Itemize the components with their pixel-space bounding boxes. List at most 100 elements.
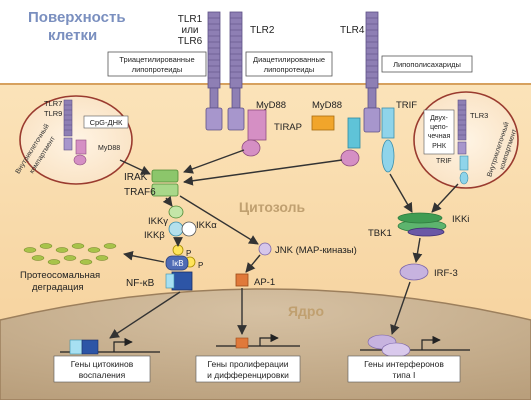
tlr1-tir-domain [205, 107, 223, 131]
myd88-complex-left [241, 109, 267, 157]
tlr4-ectodomain [365, 11, 379, 89]
arrow-traf6-to-ikk [162, 196, 173, 207]
nfkb-block [171, 271, 193, 291]
trif-top-label: TRIF [396, 100, 417, 111]
gene2-line2: и дифференцировки [207, 370, 289, 380]
myd88-a-label: MyD88 [256, 100, 286, 111]
ikka-shape [181, 221, 197, 237]
trif-small-label: TRIF [436, 158, 452, 165]
tlr1-tlr2-receptor-pair [205, 11, 245, 131]
arrow-nfkb-to-nucleus [109, 291, 181, 339]
tlr4-tir-domain [363, 107, 381, 133]
phosphate-1 [172, 244, 184, 256]
endosome-right [413, 91, 519, 189]
arrow-tbk1-to-irf3 [412, 237, 423, 263]
myd88-b-death-domain [340, 149, 360, 167]
ikk-complex [168, 205, 197, 237]
irf3-label: IRF-3 [434, 268, 458, 279]
tlr1-label-line3: TLR6 [178, 36, 203, 47]
myd88-small-block [75, 139, 87, 155]
ligand-box-triacylated: Триацетилированные липопротеиды [107, 51, 207, 77]
gene3-line1: Гены интерферонов [364, 359, 444, 369]
ap1-node [235, 273, 249, 287]
tlr9-label: TLR9 [44, 109, 62, 118]
nfkb-subunit [165, 273, 175, 289]
cytosol-label: Цитозоль [239, 199, 306, 215]
arrow-ikb-to-degradation [123, 250, 165, 263]
dsrna-line2: цепо- [430, 124, 449, 131]
ikkg-shape [168, 205, 184, 219]
tlr2-tir-domain [227, 107, 245, 131]
irf3-node [399, 263, 429, 281]
ikka-label: IKKα [196, 220, 217, 231]
myd88-b-block [347, 117, 361, 149]
tlr4-label: TLR4 [340, 25, 365, 36]
tlr2-label: TLR2 [250, 25, 275, 36]
gene1-line2: воспаления [79, 370, 126, 380]
phospho-label-2: P [198, 261, 203, 270]
tlr1-label-line1: TLR1 [178, 14, 203, 25]
ligand1-line2: липопротеиды [132, 65, 183, 74]
irak-traf6-complex [151, 169, 179, 197]
gene-promoter-ap1 [195, 333, 301, 383]
myd88-a-death-domain [241, 139, 261, 157]
ikkb-shape [168, 221, 184, 237]
gene3-line2: типа I [393, 370, 416, 380]
traf6-block [151, 183, 179, 197]
tbk1-label: TBK1 [368, 228, 392, 239]
arrow-irf3-to-nucleus [390, 281, 411, 335]
tlr3-label: TLR3 [470, 111, 488, 120]
ikb-label: IκB [172, 259, 184, 268]
tlr1-ectodomain [207, 11, 221, 89]
arrow-myd88a-to-irak [183, 149, 245, 174]
gene-promoter-nfkb [53, 337, 160, 383]
tirap-block [311, 115, 335, 131]
myd88-a-block [247, 109, 267, 141]
ligand2-line2: липопротеиды [264, 65, 315, 74]
trif-small-block [459, 155, 469, 171]
ligand-box-diacylated: Диацетилированные липопротеиды [245, 51, 333, 77]
gene1-line1: Гены цитокинов [71, 359, 134, 369]
ligand-box-lps: Липополисахариды [381, 55, 473, 73]
ikb-block [165, 255, 189, 271]
degradation-fragments [23, 243, 117, 265]
myd88-b-label: MyD88 [312, 100, 342, 111]
dsrna-line3: чечная [428, 133, 451, 140]
endosome-left [19, 95, 133, 185]
degradation-line1: Протеосомальная [20, 270, 100, 281]
ikkb-label: IKKβ [144, 230, 165, 241]
ligand2-line1: Диацетилированные [253, 55, 325, 64]
trif-top-block [381, 107, 395, 139]
jnk-label: JNK (MAP-киназы) [275, 245, 357, 256]
surface-title-line2: клетки [48, 27, 97, 44]
tlr7-tlr9-receptor [63, 99, 73, 137]
ikki-shape [397, 212, 443, 224]
ligand3-label: Липополисахариды [393, 60, 461, 69]
arrow-jnk-to-ap1 [245, 254, 261, 273]
ikkg-label: IKKγ [148, 216, 168, 227]
tlr7-label: TLR7 [44, 99, 62, 108]
arrow-myd88b-to-irak [183, 159, 343, 186]
nucleus-label: Ядро [288, 303, 324, 319]
tlr1-transmembrane [209, 87, 219, 109]
ikki-label: IKKi [452, 214, 469, 225]
tlr4-receptor [363, 11, 381, 133]
degradation-line2: деградация [32, 282, 84, 293]
surface-title-line1: Поверхность [28, 9, 126, 26]
tlr2-transmembrane [231, 87, 241, 109]
myd88-small-label: MyD88 [98, 145, 120, 152]
trif-top-tail [381, 139, 395, 173]
tirap-label: TIRAP [274, 122, 302, 133]
ligand1-line1: Триацетилированные [119, 55, 194, 64]
dsrna-line1: Двух- [430, 115, 448, 122]
arrow-trif-to-tbk1 [389, 173, 413, 213]
irak-label: IRAK [124, 172, 148, 183]
arrow-endosome-to-tbk1 [431, 183, 459, 213]
cpg-box [83, 115, 129, 129]
gene2-line1: Гены пролиферации [207, 359, 288, 369]
arrow-traf6-to-jnk [179, 195, 259, 245]
cpg-label: CpG-ДНК [90, 118, 123, 127]
gene-promoter-irf3 [347, 334, 470, 383]
jnk-node [258, 242, 272, 256]
ikb-nfkb-complex [165, 244, 196, 291]
